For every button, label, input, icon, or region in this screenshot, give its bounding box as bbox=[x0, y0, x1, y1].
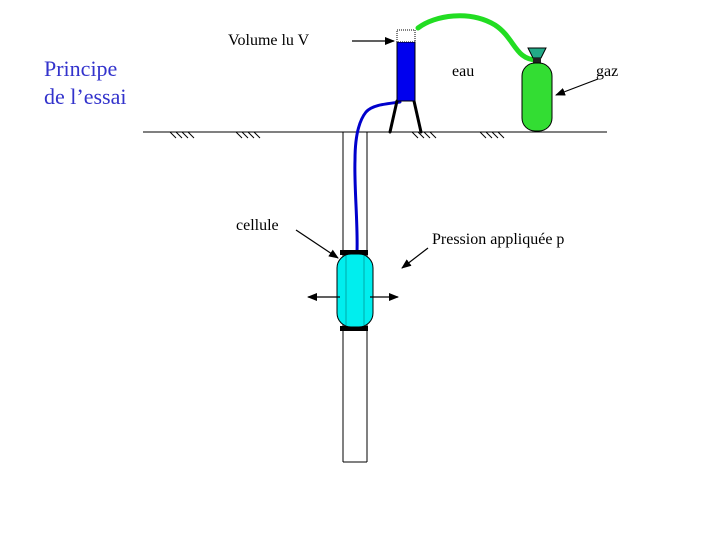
cell-end-top bbox=[340, 250, 368, 255]
label-volume: Volume lu V bbox=[228, 32, 310, 49]
label-cell: cellule bbox=[236, 217, 279, 234]
label-water: eau bbox=[452, 63, 474, 80]
cell-body bbox=[336, 253, 374, 328]
arrow-pressure bbox=[401, 247, 429, 269]
water-tube bbox=[353, 100, 402, 254]
ground-hatch-3 bbox=[411, 131, 437, 139]
arrow-gas bbox=[555, 78, 599, 96]
gas-valve bbox=[527, 47, 547, 59]
label-gas: gaz bbox=[596, 63, 618, 80]
arrow-cell bbox=[295, 229, 339, 259]
gas-bottle bbox=[521, 47, 553, 132]
column-tripod bbox=[388, 99, 423, 134]
water-column-body bbox=[396, 41, 416, 102]
water-column-top bbox=[396, 29, 416, 43]
gas-neck bbox=[533, 58, 541, 63]
label-pressure: Pression appliquée p bbox=[432, 231, 564, 248]
title-line-2: de l’essai bbox=[44, 84, 126, 109]
ground-hatch-icon bbox=[169, 131, 505, 139]
gas-tube bbox=[415, 13, 540, 63]
title-line-1: Principe bbox=[44, 56, 117, 81]
water-column bbox=[396, 29, 416, 102]
ground-hatch-2 bbox=[235, 131, 261, 139]
ground-hatch-1 bbox=[169, 131, 195, 139]
ground-hatch-4 bbox=[479, 131, 505, 139]
gas-bottle-body bbox=[521, 62, 553, 132]
cell-end-bottom bbox=[340, 326, 368, 331]
probe-cell bbox=[336, 250, 374, 331]
